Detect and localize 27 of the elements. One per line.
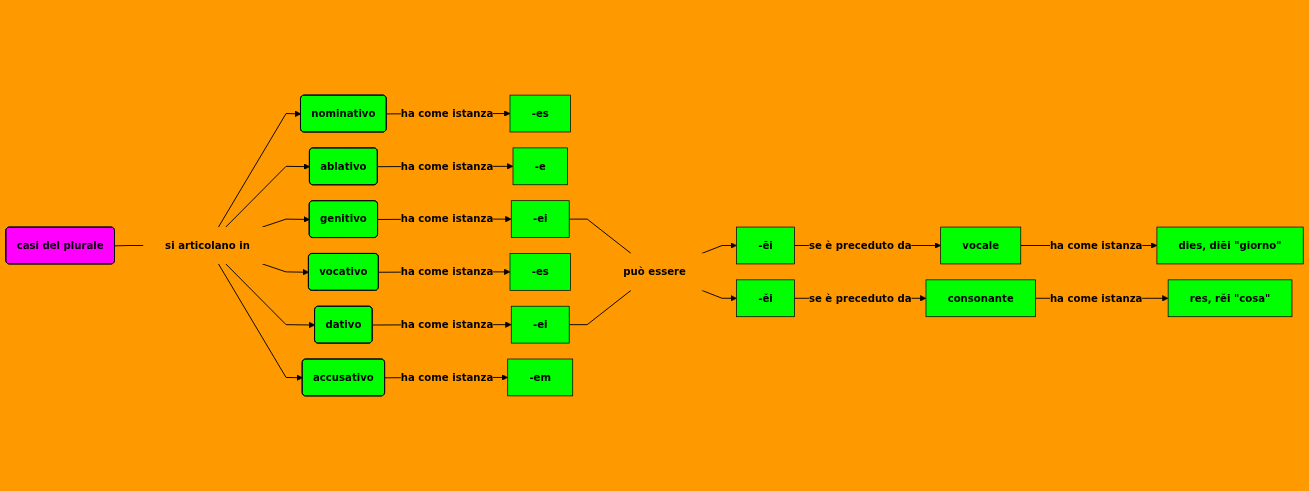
connector [568, 218, 632, 254]
edge-label: ha come istanza [1049, 292, 1143, 304]
edge-label: ha come istanza [400, 318, 494, 331]
node-text: può essere [623, 265, 686, 278]
edge-label: ha come istanza [1049, 239, 1143, 251]
edge-label: ha come istanza [400, 212, 494, 225]
node-box: -e [512, 147, 568, 186]
node-box: vocale [940, 226, 1022, 265]
edge-label: se è preceduto da [808, 292, 912, 304]
edge-label: ha come istanza [400, 371, 494, 383]
node-box: -es [509, 253, 571, 291]
node-text: si articolano in [165, 239, 250, 251]
node-box: consonante [925, 279, 1036, 318]
node-box: -ei [510, 305, 570, 344]
node-box: -ěi [736, 279, 795, 318]
edge-label: ha come istanza [400, 160, 494, 172]
node-box: -es [509, 94, 571, 133]
node-box: res, rěi "cosa" [1167, 279, 1293, 318]
connector [568, 289, 632, 326]
edge-label: se è preceduto da [808, 239, 912, 251]
node-box: -em [507, 358, 574, 397]
connector [114, 245, 144, 247]
node-box: -ei [510, 200, 570, 238]
node-box: -ēi [736, 226, 795, 265]
edge-label: ha come istanza [400, 265, 494, 278]
edge-label: ha come istanza [400, 107, 494, 119]
node-box: dies, diēi "giorno" [1156, 226, 1304, 265]
